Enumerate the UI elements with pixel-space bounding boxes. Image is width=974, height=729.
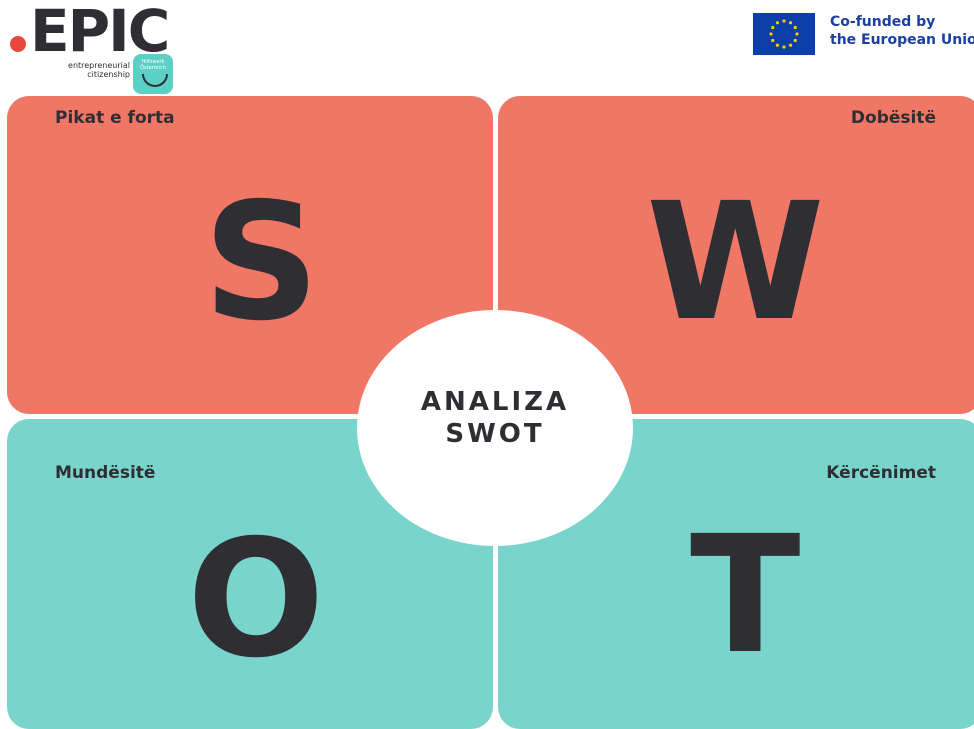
center-title-line1: ANALIZA [420, 387, 570, 417]
eu-star-icon [793, 38, 797, 43]
eu-star-icon [775, 21, 780, 25]
opportunities-letter: O [187, 506, 325, 694]
eu-star-icon [795, 32, 799, 36]
eu-cofunded-text: Co-funded by the European Union [830, 13, 974, 49]
threats-title: Kërcënimet [826, 463, 936, 483]
opportunities-title: Mundësitë [55, 463, 156, 483]
smile-icon [142, 74, 168, 87]
eu-star-icon [782, 45, 786, 49]
epic-badge-text: Hilfswerk Österreich [140, 59, 166, 71]
eu-line1: Co-funded by [830, 14, 936, 30]
eu-star-icon [793, 25, 797, 30]
eu-star-icon [782, 19, 786, 23]
eu-star-icon [769, 32, 773, 36]
strengths-letter: S [203, 169, 320, 357]
threats-letter: T [690, 502, 801, 690]
eu-flag-icon [753, 13, 815, 55]
center-circle: ANALIZA SWOT [357, 310, 633, 546]
epic-tagline: entrepreneurial citizenship [30, 61, 130, 79]
center-title: ANALIZA SWOT [357, 386, 633, 450]
strengths-title: Pikat e forta [55, 108, 175, 128]
epic-wordmark: EPIC [30, 0, 170, 65]
eu-star-icon [788, 43, 793, 47]
eu-star-icon [788, 21, 793, 25]
weaknesses-letter: W [646, 169, 825, 357]
eu-line2: the European Union [830, 32, 974, 48]
strengths-quadrant: Pikat e forta S [7, 96, 493, 414]
weaknesses-title: Dobësitë [850, 108, 936, 128]
eu-star-icon [771, 25, 775, 30]
eu-star-icon [771, 38, 775, 43]
epic-logo: EPIC entrepreneurial citizenship Hilfswe… [8, 2, 198, 94]
center-disc [357, 310, 633, 546]
eu-star-icon [775, 43, 780, 47]
epic-badge: Hilfswerk Österreich [133, 54, 173, 94]
epic-tagline-line2: citizenship [87, 70, 130, 79]
epic-tagline-line1: entrepreneurial [68, 61, 130, 70]
eu-cofunded-logo: Co-funded by the European Union [753, 13, 974, 57]
epic-dot-icon [10, 36, 26, 52]
center-title-line2: SWOT [445, 419, 545, 449]
